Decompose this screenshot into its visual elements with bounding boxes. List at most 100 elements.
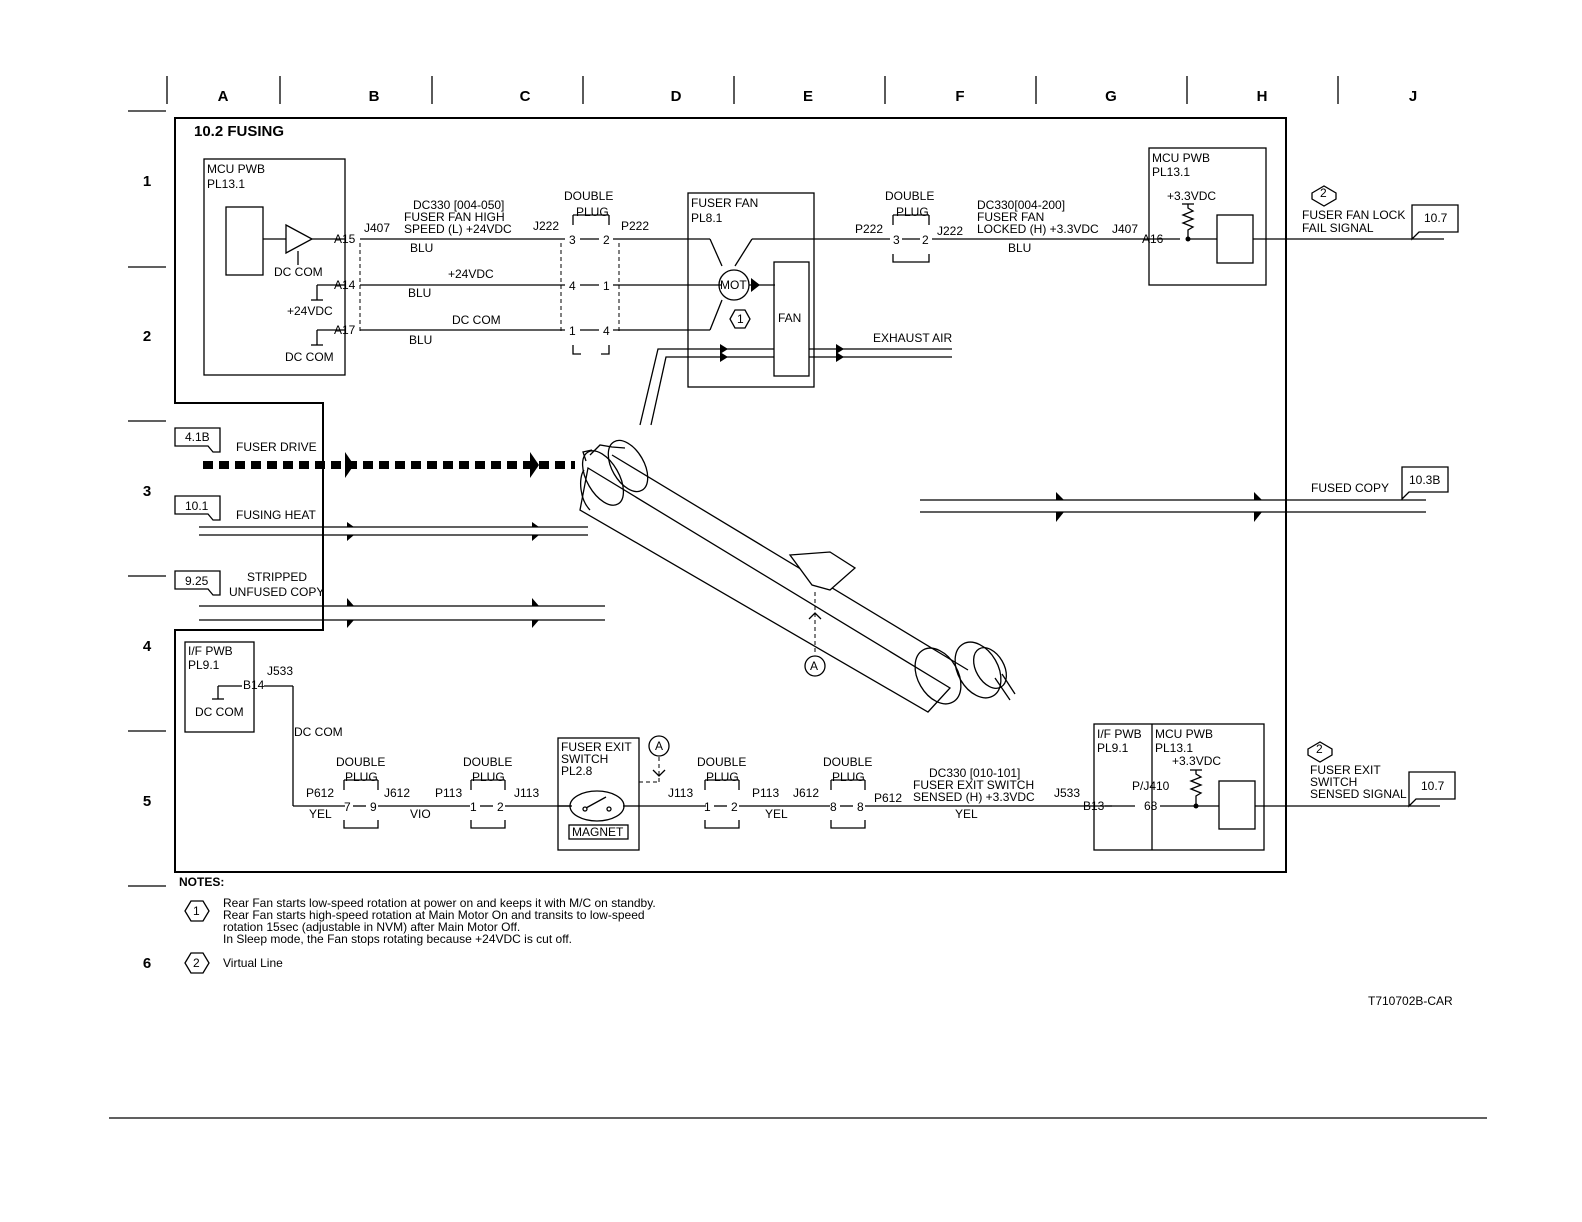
svg-text:FUSER EXIT: FUSER EXIT (561, 740, 632, 754)
svg-text:10.1: 10.1 (185, 499, 209, 513)
svg-text:A16: A16 (1142, 232, 1164, 246)
svg-text:3: 3 (569, 233, 576, 247)
col-label: A (218, 88, 229, 105)
svg-text:PLUG: PLUG (576, 205, 609, 219)
svg-text:3: 3 (893, 233, 900, 247)
svg-text:VIO: VIO (410, 807, 431, 821)
svg-text:B14: B14 (243, 678, 265, 692)
svg-text:8: 8 (857, 800, 864, 814)
exit-switch-wiring: P612 YEL DOUBLE PLUG 7 9 J612 VIO P113 D… (293, 735, 1196, 851)
svg-text:BLU: BLU (1008, 241, 1031, 255)
svg-text:SPEED (L) +24VDC: SPEED (L) +24VDC (404, 222, 512, 236)
svg-text:7: 7 (344, 800, 351, 814)
figure-id: T710702B-CAR (1368, 994, 1453, 1008)
input-fusing-heat: 10.1 FUSING HEAT (174, 495, 588, 541)
svg-text:9.25: 9.25 (185, 574, 209, 588)
svg-text:Rear Fan starts high-speed rot: Rear Fan starts high-speed rotation at M… (223, 908, 645, 922)
svg-text:DC COM: DC COM (294, 725, 343, 739)
svg-text:YEL: YEL (765, 807, 788, 821)
svg-text:DOUBLE: DOUBLE (564, 189, 613, 203)
svg-text:2: 2 (731, 800, 738, 814)
col-label: E (803, 88, 813, 105)
svg-text:DC330 [010-101]: DC330 [010-101] (929, 766, 1020, 780)
svg-text:BLU: BLU (408, 286, 431, 300)
svg-text:YEL: YEL (955, 807, 978, 821)
svg-text:MCU PWB: MCU PWB (1152, 151, 1210, 165)
row-label: 5 (143, 793, 151, 810)
svg-text:BLU: BLU (410, 241, 433, 255)
row-label: 4 (143, 638, 152, 655)
svg-text:2: 2 (193, 956, 200, 970)
svg-text:DC COM: DC COM (274, 265, 323, 279)
svg-text:A: A (810, 659, 818, 673)
svg-text:FUSER FAN HIGH: FUSER FAN HIGH (404, 210, 505, 224)
column-grid: A B C D E F G H J (166, 76, 1417, 105)
svg-text:DC330[004-200]: DC330[004-200] (977, 198, 1065, 212)
svg-text:P222: P222 (621, 219, 649, 233)
svg-text:J113: J113 (514, 786, 539, 800)
svg-text:DC COM: DC COM (452, 313, 501, 327)
svg-text:Virtual Line: Virtual Line (223, 956, 283, 970)
svg-text:2: 2 (1316, 742, 1323, 756)
svg-text:P612: P612 (874, 791, 902, 805)
svg-text:FUSER FAN: FUSER FAN (691, 196, 758, 210)
svg-text:A14: A14 (334, 278, 356, 292)
svg-text:J612: J612 (384, 786, 410, 800)
row-label: 2 (143, 328, 151, 345)
svg-text:PLUG: PLUG (472, 770, 505, 784)
svg-text:P222: P222 (855, 222, 883, 236)
svg-text:J407: J407 (1112, 222, 1138, 236)
svg-text:J222: J222 (533, 219, 559, 233)
svg-text:P113: P113 (435, 786, 462, 800)
svg-text:DC COM: DC COM (195, 705, 244, 719)
svg-text:1: 1 (704, 800, 711, 814)
svg-text:UNFUSED COPY: UNFUSED COPY (229, 585, 324, 599)
svg-text:PL8.1: PL8.1 (691, 211, 723, 225)
exit-signal: 2 FUSER EXIT SWITCH SENSED SIGNAL 10.7 (1307, 741, 1456, 808)
svg-text:DOUBLE: DOUBLE (823, 755, 872, 769)
svg-text:J113: J113 (668, 786, 693, 800)
svg-text:1: 1 (737, 312, 744, 326)
fan-wiring: DC330 [004-050] FUSER FAN HIGH SPEED (L)… (359, 189, 723, 355)
svg-text:PL9.1: PL9.1 (188, 658, 220, 672)
svg-text:J222: J222 (937, 224, 963, 238)
svg-text:BLU: BLU (409, 333, 432, 347)
svg-text:4.1B: 4.1B (185, 430, 210, 444)
svg-text:A17: A17 (334, 323, 356, 337)
svg-text:DOUBLE: DOUBLE (885, 189, 934, 203)
svg-text:MOT: MOT (720, 278, 747, 292)
right-bottom-pwb: I/F PWB PL9.1 MCU PWB PL13.1 +3.3VDC (1093, 723, 1440, 851)
svg-text:PLUG: PLUG (345, 770, 378, 784)
svg-text:DC COM: DC COM (285, 350, 334, 364)
svg-text:+24VDC: +24VDC (287, 304, 333, 318)
svg-text:FAIL SIGNAL: FAIL SIGNAL (1302, 221, 1374, 235)
svg-text:10.7: 10.7 (1424, 211, 1448, 225)
svg-text:SWITCH: SWITCH (1310, 775, 1357, 789)
svg-text:FUSER EXIT: FUSER EXIT (1310, 763, 1381, 777)
svg-text:PL13.1: PL13.1 (1155, 741, 1193, 755)
svg-text:68: 68 (1144, 799, 1158, 813)
col-label: J (1409, 88, 1417, 105)
col-label: C (520, 88, 531, 105)
svg-text:PL9.1: PL9.1 (1097, 741, 1129, 755)
svg-text:P/J410: P/J410 (1132, 779, 1170, 793)
row-label: 3 (143, 483, 151, 500)
input-stripped-copy: 9.25 STRIPPED UNFUSED COPY (174, 570, 605, 628)
svg-text:9: 9 (370, 800, 377, 814)
svg-text:I/F PWB: I/F PWB (188, 644, 233, 658)
svg-text:FUSER FAN LOCK: FUSER FAN LOCK (1302, 208, 1405, 222)
svg-text:2: 2 (497, 800, 504, 814)
fuser-fan: FUSER FAN PL8.1 MOT FAN 1 EXHAUST AIR (639, 192, 952, 426)
svg-text:A: A (655, 739, 663, 753)
svg-text:J533: J533 (1054, 786, 1080, 800)
svg-text:FUSER DRIVE: FUSER DRIVE (236, 440, 317, 454)
fan-lock-signal: 2 FUSER FAN LOCK FAIL SIGNAL 10.7 (1302, 185, 1459, 241)
svg-text:STRIPPED: STRIPPED (247, 570, 307, 584)
svg-text:SWITCH: SWITCH (561, 752, 608, 766)
svg-text:MAGNET: MAGNET (572, 825, 624, 839)
svg-text:DC330 [004-050]: DC330 [004-050] (413, 198, 504, 212)
col-label: H (1257, 88, 1268, 105)
svg-text:YEL: YEL (309, 807, 332, 821)
svg-text:FUSER EXIT SWITCH: FUSER EXIT SWITCH (913, 778, 1034, 792)
